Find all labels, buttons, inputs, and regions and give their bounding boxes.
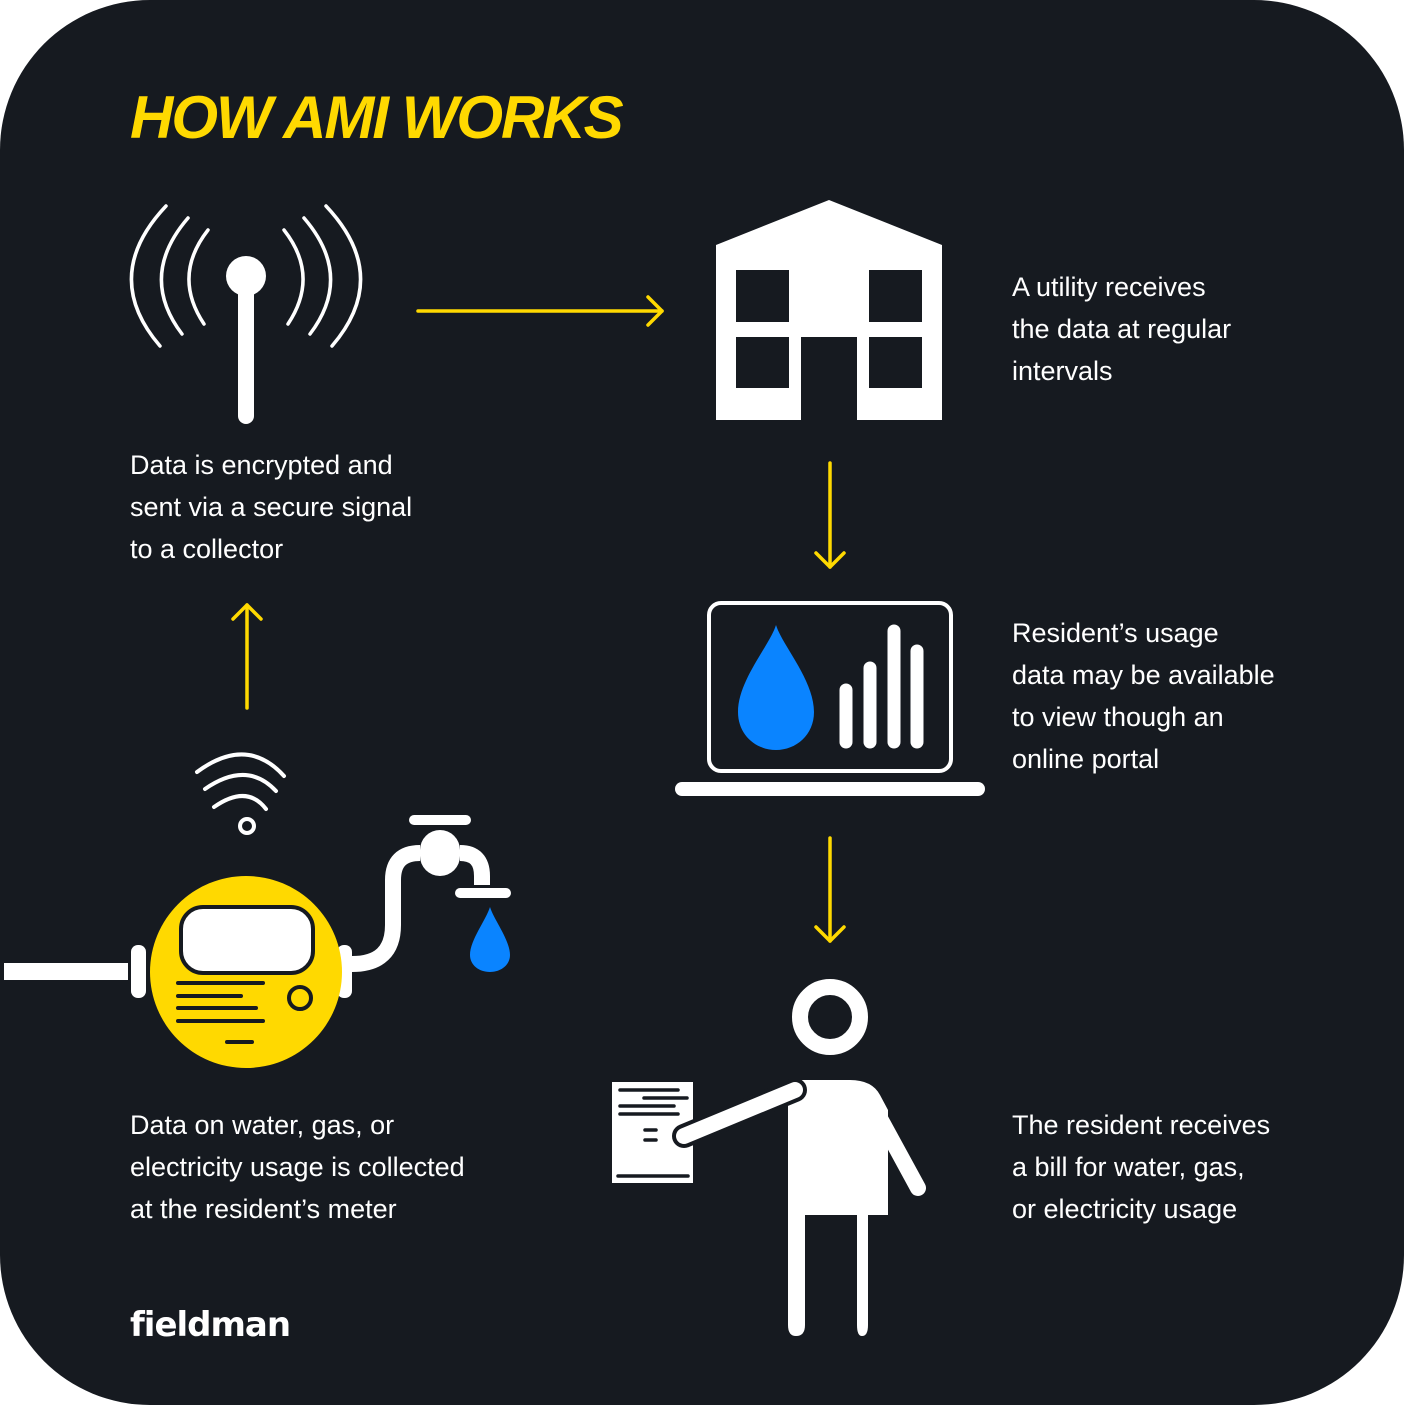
wifi-icon bbox=[195, 752, 286, 835]
resident-bill-icon bbox=[612, 979, 926, 1336]
arrow-down-icon bbox=[814, 836, 846, 943]
step-text-utility: A utility receives the data at regular i… bbox=[1012, 272, 1239, 386]
water-drop-icon bbox=[738, 625, 814, 750]
laptop-portal-icon bbox=[675, 601, 985, 796]
utility-building-icon bbox=[716, 200, 942, 420]
faucet-icon bbox=[351, 815, 511, 972]
bill-document-icon bbox=[616, 1088, 690, 1178]
step-text-signal: Data is encrypted and sent via a secure … bbox=[130, 450, 420, 564]
step-text-bill: The resident receives a bill for water, … bbox=[1012, 1110, 1278, 1224]
step-text-portal: Resident’s usage data may be available t… bbox=[1012, 618, 1282, 774]
fieldman-logo: fieldman bbox=[130, 1305, 290, 1345]
bar-chart-icon bbox=[839, 624, 924, 749]
step-text-meter: Data on water, gas, or electricity usage… bbox=[130, 1110, 472, 1224]
antenna-icon bbox=[129, 204, 363, 424]
water-drop-icon bbox=[470, 907, 510, 972]
arrow-down-icon bbox=[814, 461, 846, 569]
arrow-right-icon bbox=[416, 295, 664, 327]
arrow-up-icon bbox=[231, 603, 263, 710]
meter-icon bbox=[4, 752, 511, 1068]
page-title: HOW AMI WORKS bbox=[130, 84, 624, 151]
